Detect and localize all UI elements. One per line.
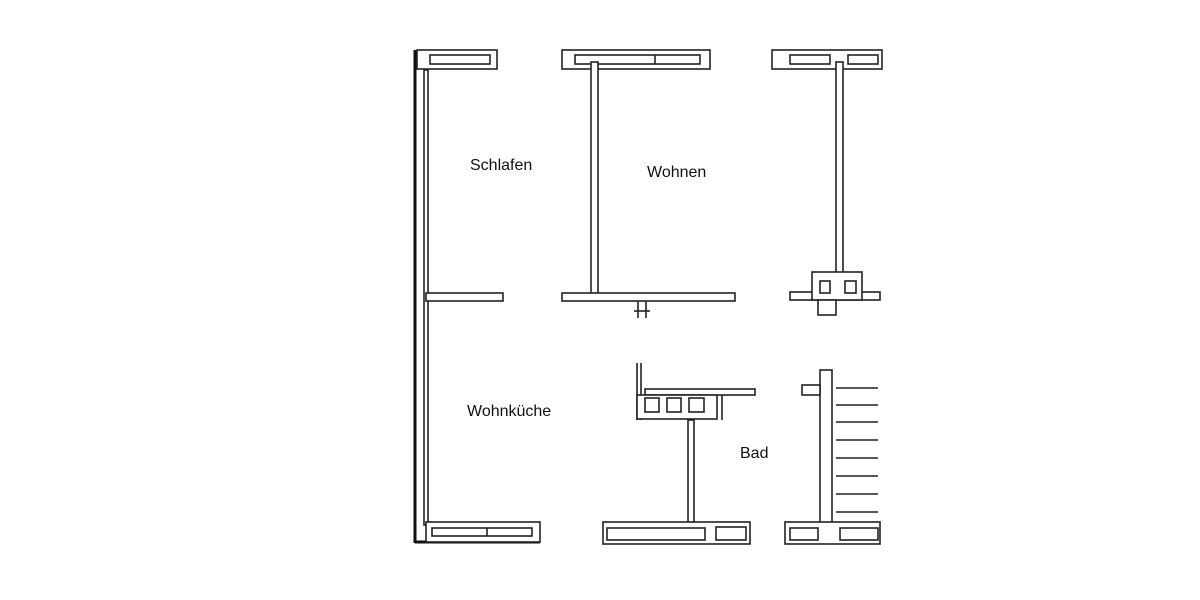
wall-schlafen-wohnen	[590, 61, 599, 299]
wall-bad-pipe	[687, 419, 695, 525]
window-bottom-left	[425, 521, 541, 543]
window-top-left	[416, 49, 498, 70]
window-bottom-right	[784, 521, 881, 545]
room-label-schlafen: Schlafen	[470, 157, 533, 174]
window-bottom-middle	[602, 521, 751, 545]
window-top-middle	[561, 49, 711, 70]
room-label-bad: Bad	[740, 445, 769, 462]
room-label-wohnkueche: Wohnküche	[467, 403, 552, 420]
shaft-block-right	[789, 271, 881, 316]
room-label-wohnen: Wohnen	[647, 164, 707, 181]
wall-mid-center	[561, 292, 736, 302]
stair-area	[801, 369, 878, 526]
installation-block	[636, 363, 756, 420]
window-top-right	[771, 49, 883, 70]
wall-wohnen-right	[835, 61, 844, 275]
door-stub	[634, 301, 650, 318]
wall-mid-left	[425, 292, 504, 302]
